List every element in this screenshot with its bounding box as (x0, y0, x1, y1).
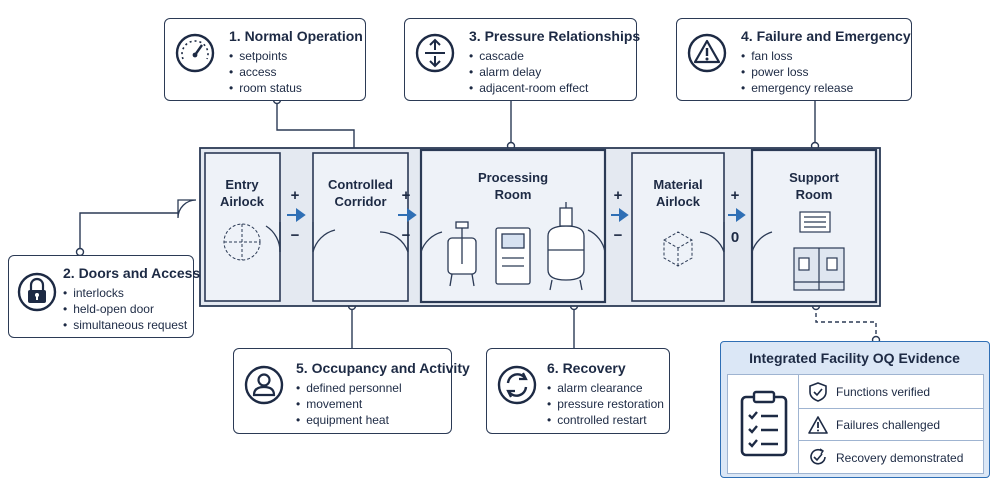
callout-item: alarm delay (469, 64, 588, 80)
pressure-zero-sign: 0 (730, 229, 740, 246)
room-name-line: Entry (225, 177, 259, 192)
callout-item: held-open door (63, 301, 187, 317)
processing-equipment-icons (447, 202, 585, 291)
airlock-floor-pattern-icon (223, 223, 261, 261)
callout-item: emergency release (741, 80, 853, 96)
room-name-line: Corridor (334, 194, 387, 209)
callout-item: setpoints (229, 48, 302, 64)
callout-doors-access: 2. Doors and Access interlocks held-open… (8, 255, 200, 338)
support-equipment-icons (793, 211, 845, 291)
callout-item: defined personnel (296, 380, 401, 396)
pressure-plus-sign: + (613, 187, 623, 204)
callout-occupancy-activity: 5. Occupancy and Activity defined person… (233, 348, 470, 434)
callout-normal-operation: 1. Normal Operation setpoints access roo… (164, 18, 366, 101)
room-controlled-corridor (312, 152, 409, 302)
callout-item: access (229, 64, 302, 80)
room-name-line: Airlock (219, 194, 265, 209)
callout-item: controlled restart (547, 412, 664, 428)
pressure-plus-sign: + (290, 187, 300, 204)
callout-item: pressure restoration (547, 396, 664, 412)
callout-recovery: 6. Recovery alarm clearance pressure res… (486, 348, 670, 434)
evidence-row-label: Recovery demonstrated (836, 451, 964, 465)
pressure-minus-sign: − (401, 227, 411, 244)
room-name-line: Room (494, 187, 532, 202)
room-name-line: Room (795, 187, 833, 202)
room-label-processing-room: Processing Room (473, 169, 553, 203)
callout-item: room status (229, 80, 302, 96)
door-swings (177, 199, 773, 253)
connector-normal-operation (276, 100, 355, 151)
pressure-arrows-icon (415, 33, 455, 73)
room-label-material-airlock: Material Airlock (640, 176, 716, 210)
warning-icon (808, 416, 828, 434)
recovery-icon (497, 365, 537, 405)
pressure-minus-sign: − (613, 227, 623, 244)
callout-item: cascade (469, 48, 588, 64)
callout-item: power loss (741, 64, 853, 80)
room-name-line: Airlock (655, 194, 701, 209)
warning-icon (687, 33, 727, 73)
material-box-icon (663, 231, 693, 267)
evidence-body: Functions verified Failures challenged R… (727, 374, 984, 474)
connector-doors-access (79, 212, 178, 255)
evidence-title: Integrated Facility OQ Evidence (749, 350, 960, 366)
connector-evidence (815, 306, 877, 340)
evidence-row-divider (798, 440, 983, 441)
evidence-divider (798, 375, 799, 473)
lock-icon (17, 272, 57, 312)
callout-title: 1. Normal Operation (229, 28, 363, 44)
room-name-line: Material (653, 177, 703, 192)
callout-title: 6. Recovery (547, 360, 626, 376)
callout-pressure-relationships: 3. Pressure Relationships cascade alarm … (404, 18, 641, 101)
shield-check-icon (809, 382, 827, 402)
callout-title: 5. Occupancy and Activity (296, 360, 470, 376)
callout-item: alarm clearance (547, 380, 664, 396)
callout-title: 4. Failure and Emergency (741, 28, 911, 44)
circular-check-icon (810, 448, 826, 465)
callout-item: equipment heat (296, 412, 402, 428)
evidence-panel: Integrated Facility OQ Evidence Function… (720, 341, 990, 478)
callout-item: interlocks (63, 285, 187, 301)
pressure-flow-arrows (287, 208, 746, 222)
callout-item: simultaneous request (63, 317, 187, 333)
room-name-line: Support (789, 170, 839, 185)
callout-title: 2. Doors and Access (63, 265, 201, 281)
room-label-support-room: Support Room (778, 169, 850, 203)
evidence-row-label: Failures challenged (836, 418, 941, 432)
callout-title: 3. Pressure Relationships (469, 28, 641, 44)
evidence-row-divider (798, 408, 983, 409)
pressure-plus-sign: + (730, 187, 740, 204)
clipboard-checklist-icon (740, 390, 788, 457)
room-material-airlock (631, 152, 725, 302)
callout-item: fan loss (741, 48, 853, 64)
room-name-line: Controlled (328, 177, 393, 192)
room-label-entry-airlock: Entry Airlock (212, 176, 272, 210)
callout-item: movement (296, 396, 402, 412)
pressure-plus-sign: + (401, 187, 411, 204)
room-name-line: Processing (477, 170, 549, 185)
room-label-controlled-corridor: Controlled Corridor (318, 176, 403, 210)
evidence-row-label: Functions verified (836, 385, 931, 399)
callout-failure-emergency: 4. Failure and Emergency fan loss power … (676, 18, 912, 101)
person-icon (244, 365, 284, 405)
connector-lines (79, 100, 877, 348)
gauge-icon (175, 33, 215, 73)
pressure-minus-sign: − (290, 227, 300, 244)
callout-item: adjacent-room effect (469, 80, 588, 96)
